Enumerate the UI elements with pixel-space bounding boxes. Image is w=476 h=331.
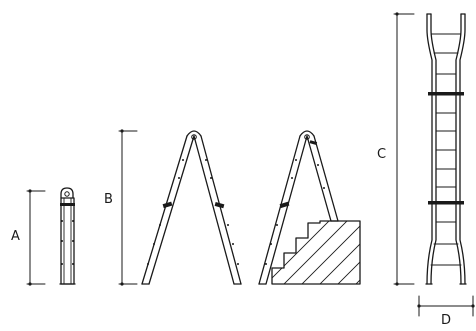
- dimension-d: D: [417, 295, 475, 328]
- straight-ladder: [425, 13, 467, 285]
- stair-ladder: [258, 130, 339, 285]
- label-c: C: [377, 147, 386, 162]
- staircase: [271, 220, 361, 285]
- folded-ladder: [59, 187, 76, 285]
- label-d: D: [441, 313, 451, 326]
- label-b: B: [104, 192, 113, 207]
- label-a: A: [11, 229, 20, 244]
- dimension-b: B: [104, 129, 138, 286]
- dimension-c: C: [377, 12, 415, 286]
- a-frame-ladder: [141, 130, 242, 285]
- dimension-a: A: [11, 189, 46, 286]
